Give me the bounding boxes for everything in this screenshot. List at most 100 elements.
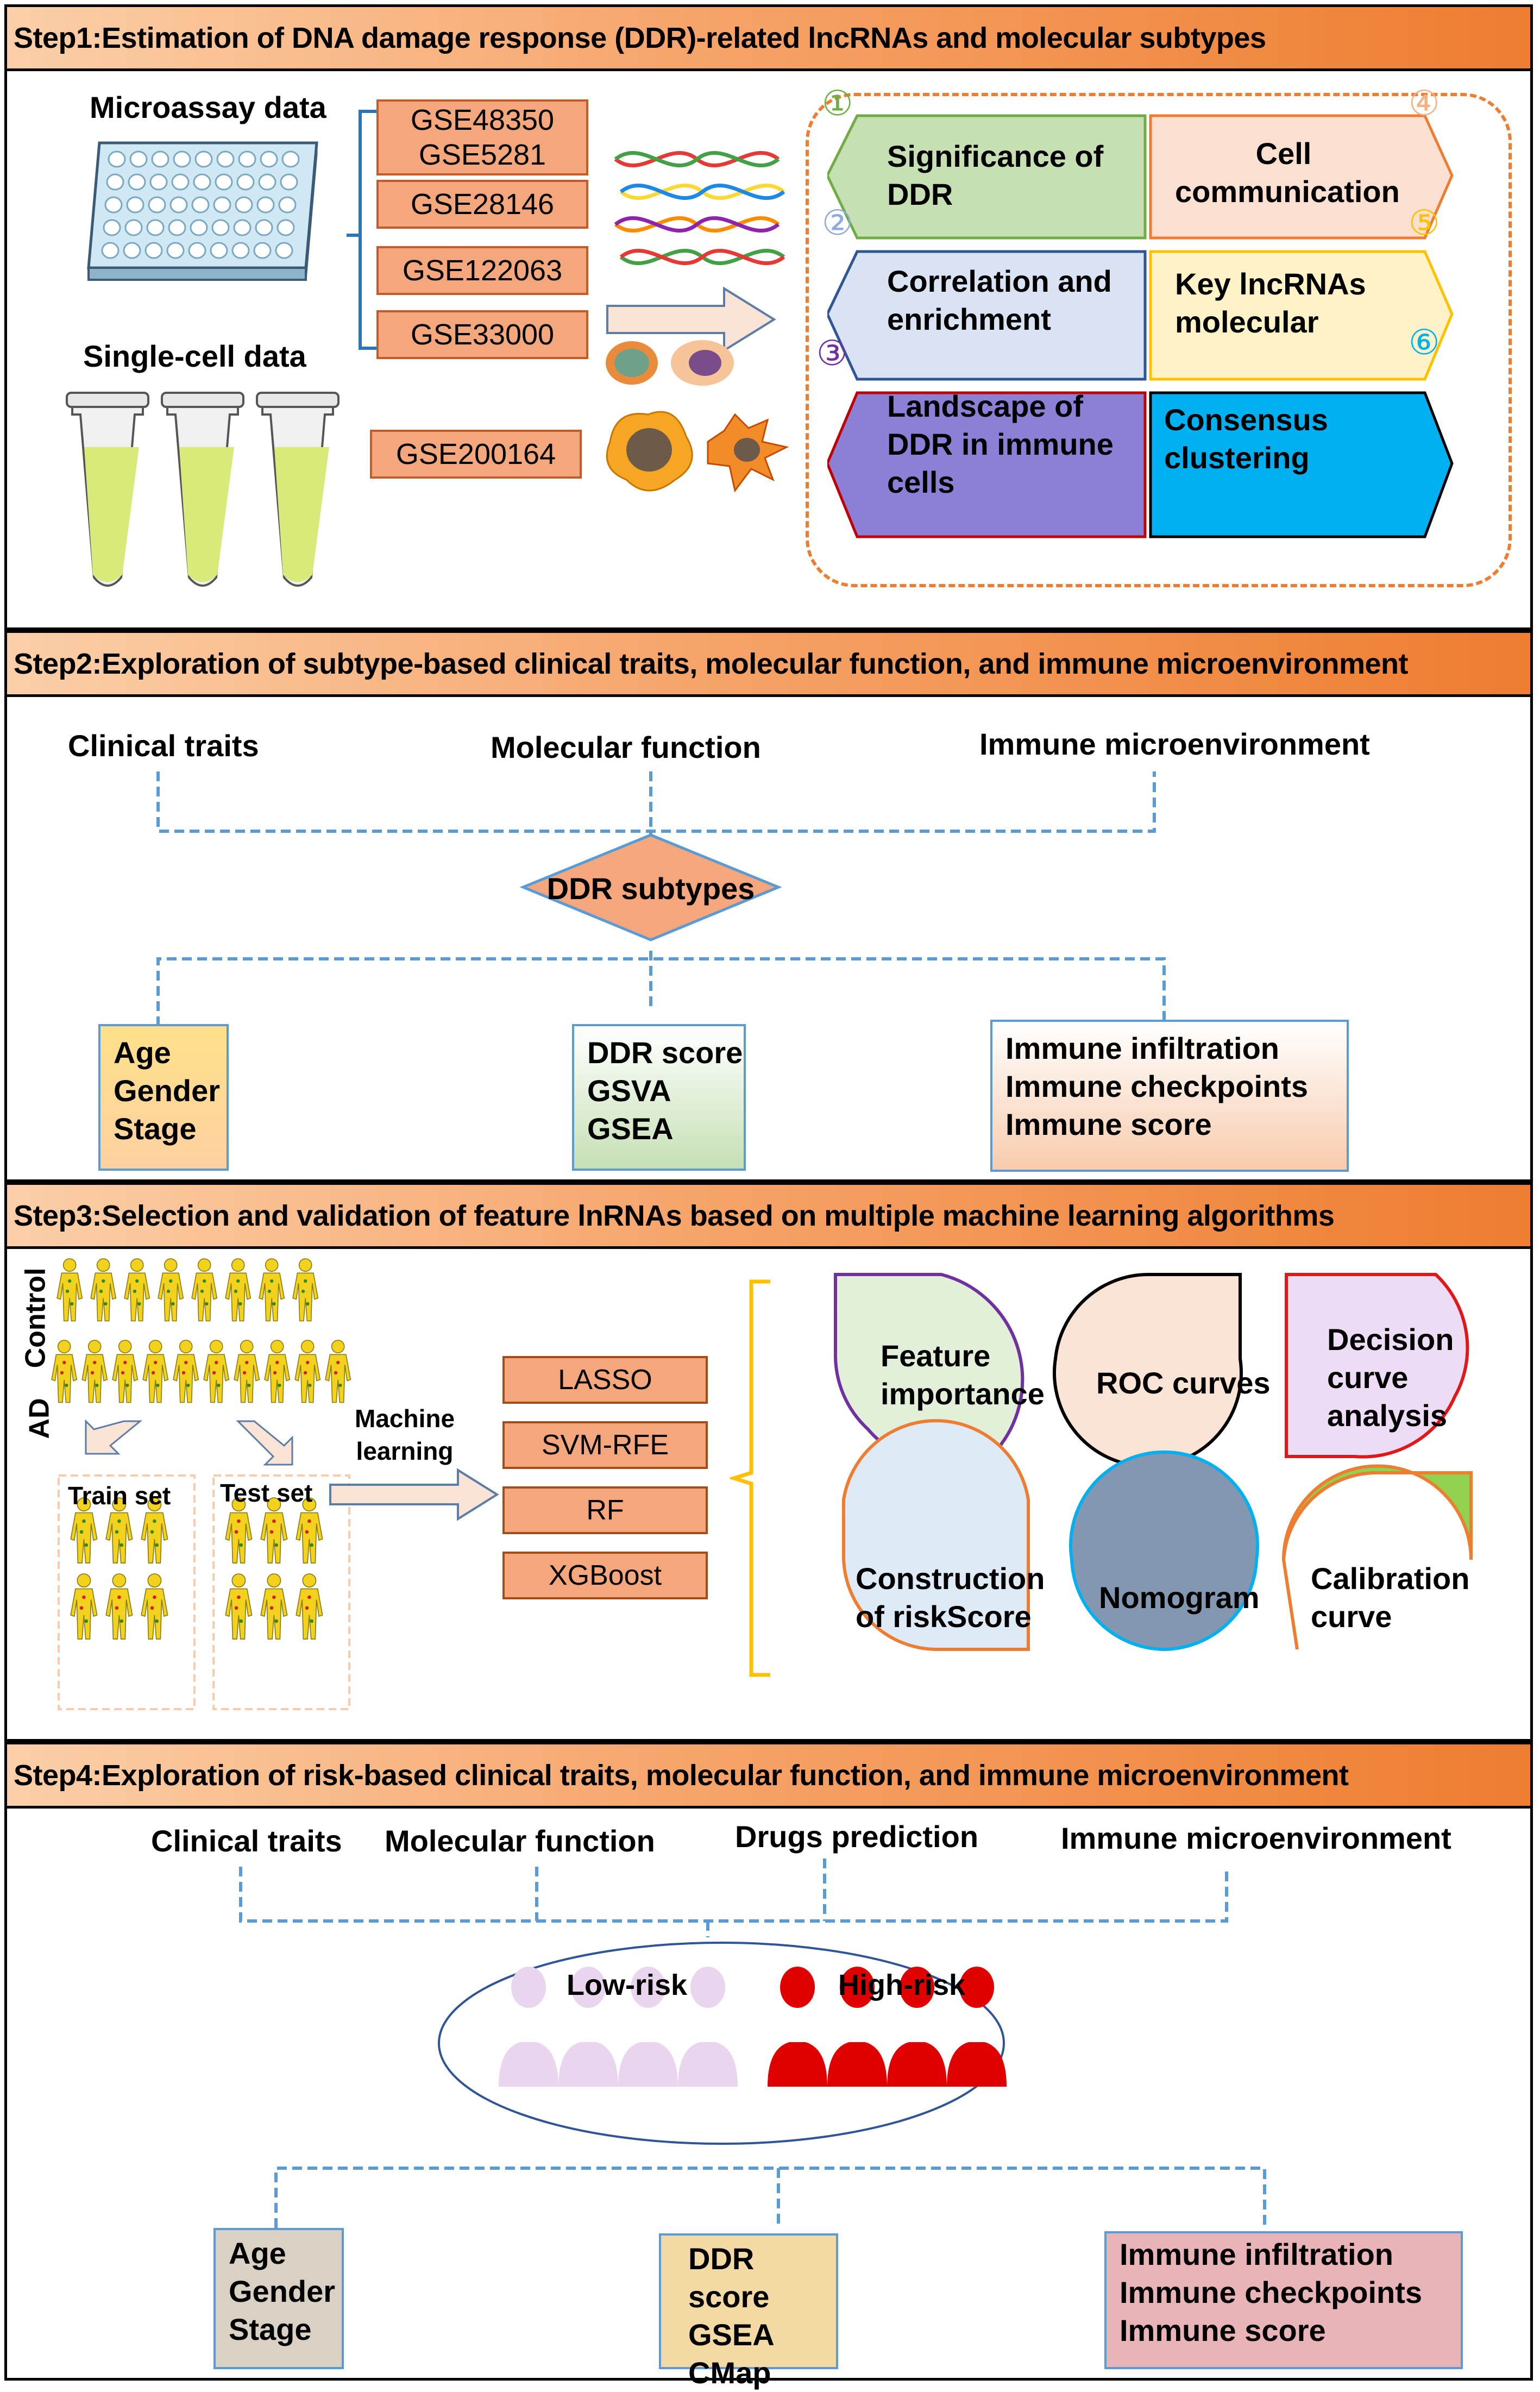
person-figure [51, 1340, 78, 1403]
step2-molecular-box: DDR score GSVA GSEA [572, 1024, 746, 1171]
person-figure [141, 1573, 168, 1640]
person-figure [259, 1258, 285, 1322]
well [188, 242, 206, 259]
dna-icon [614, 150, 785, 266]
step1-panel: Step1:Estimation of DNA damage response … [4, 4, 1533, 630]
well [190, 219, 208, 236]
person-silhouette [618, 1967, 678, 2087]
well [253, 242, 272, 259]
analysis-number-4: ④ [1409, 84, 1440, 123]
dataset-box-5: GSE200164 [370, 430, 582, 479]
step4-label-clinical: Clinical traits [151, 1824, 342, 1858]
output-roc-curves: ROC curves [1096, 1366, 1271, 1400]
person-figure [70, 1573, 98, 1640]
person-silhouette [887, 1967, 947, 2087]
well [278, 196, 297, 214]
well [276, 219, 295, 236]
step2-header: Step2:Exploration of subtype-based clini… [7, 633, 1530, 697]
step4-label-immune: Immune microenvironment [1061, 1821, 1451, 1855]
well [281, 150, 300, 168]
well [213, 196, 231, 214]
analysis-consensus-clustering: Consensus clustering [1164, 403, 1328, 475]
analysis-key-lncrnas: Key lncRNAs molecular [1175, 267, 1366, 339]
well [173, 150, 191, 168]
dataset-gse28146: GSE28146 [410, 188, 555, 221]
well [146, 219, 165, 236]
well [191, 196, 210, 214]
well [260, 150, 278, 168]
cells-icon [606, 340, 789, 493]
well [101, 242, 120, 259]
output-feature-importance: Feature importance [881, 1339, 1045, 1411]
person-figure [158, 1258, 184, 1322]
well [211, 219, 230, 236]
well [124, 219, 143, 236]
high-risk-label: High-risk [838, 1969, 966, 2001]
person-figure [142, 1340, 169, 1403]
step4-header: Step4:Exploration of risk-based clinical… [7, 1744, 1530, 1809]
output-shapes [833, 1273, 1473, 1652]
well [171, 173, 190, 191]
well [148, 196, 166, 214]
step3-header: Step3:Selection and validation of featur… [7, 1185, 1530, 1249]
person-figure [292, 1258, 319, 1322]
well [123, 242, 141, 259]
person-figure [124, 1258, 150, 1322]
person-figure [225, 1497, 253, 1564]
person-figure [234, 1340, 260, 1403]
well [256, 196, 275, 214]
tubes-icon [66, 392, 340, 587]
well [144, 242, 163, 259]
person-figure [203, 1340, 230, 1403]
person-figure [105, 1573, 133, 1640]
output-decision-curve: Decision curve analysis [1327, 1322, 1454, 1433]
analysis-significance-of-ddr: Significance of DDR [887, 139, 1104, 211]
person-figure [264, 1340, 291, 1403]
well [194, 150, 213, 168]
person-figure [260, 1573, 288, 1640]
flow-arrow-icon [606, 286, 776, 353]
microarray-label: Microassay data [90, 90, 326, 124]
algo-svm-rfe: SVM-RFE [502, 1421, 708, 1469]
dataset-gse200164: GSE200164 [395, 438, 556, 470]
step4-immune-box: Immune infiltration Immune checkpoints I… [1104, 2231, 1463, 2369]
well [103, 219, 121, 236]
analysis-arrows [827, 114, 1454, 538]
well [129, 150, 148, 168]
ml-brace [730, 1279, 770, 1677]
person-figure [294, 1340, 321, 1403]
well [169, 196, 188, 214]
dataset-box-2: GSE28146 [376, 180, 588, 229]
step4-panel: Step4:Exploration of risk-based clinical… [4, 1742, 1533, 2390]
step2-clinical-box: Age Gender Stage [98, 1024, 229, 1171]
well [126, 196, 144, 214]
dataset-gse122063: GSE122063 [402, 254, 563, 287]
ddr-subtypes-diamond: DDR subtypes [546, 871, 755, 906]
output-construction-riskscore: Construction of riskScore [856, 1561, 1045, 1634]
low-risk-label: Low-risk [567, 1969, 688, 2001]
person-silhouette [558, 1967, 618, 2087]
analysis-correlation-enrichment: Correlation and enrichment [887, 264, 1112, 336]
well [128, 173, 146, 191]
well [216, 150, 235, 168]
person-silhouette [947, 1967, 1007, 2087]
well [215, 173, 233, 191]
well [168, 219, 186, 236]
person-figure [325, 1340, 351, 1403]
person-figure [56, 1258, 83, 1322]
analysis-cell-communication: Cell communication [1175, 136, 1400, 209]
well [166, 242, 185, 259]
well [275, 242, 293, 259]
dataset-box-4: GSE33000 [376, 310, 588, 359]
dataset-gse5281: GSE5281 [418, 139, 546, 171]
person-figure [112, 1340, 139, 1403]
well [231, 242, 250, 259]
analysis-landscape-immune-cells: Landscape of DDR in immune cells [887, 389, 1114, 499]
step2-label-clinical: Clinical traits [68, 729, 259, 763]
well [258, 173, 276, 191]
step4-clinical-box: Age Gender Stage [213, 2228, 344, 2369]
person-figure [173, 1340, 199, 1403]
dataset-box-1: GSE48350 GSE5281 [376, 99, 588, 175]
well [106, 173, 124, 191]
person-figure [260, 1497, 288, 1564]
